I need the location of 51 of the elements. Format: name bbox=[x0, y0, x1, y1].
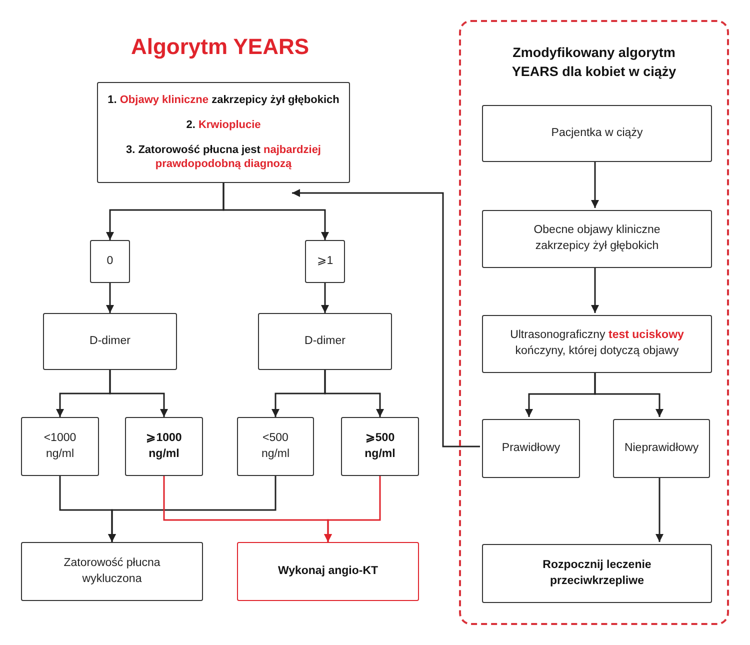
box-text: Pacjentka w ciąży bbox=[551, 126, 643, 141]
process-box bbox=[237, 542, 419, 601]
box-text: ⩾1000 ng/ml bbox=[145, 430, 183, 462]
arrow bbox=[591, 266, 599, 313]
arrow bbox=[324, 476, 381, 542]
process-box bbox=[341, 417, 419, 476]
box-text: 3. Zatorowość płucna jest najbardziej prawdopodobną diagnozą bbox=[124, 142, 322, 172]
arrow bbox=[222, 183, 329, 240]
arrow bbox=[321, 283, 329, 313]
box-text: D-dimer bbox=[304, 334, 346, 349]
process-box bbox=[43, 313, 177, 370]
box-text: 1. Objawy kliniczne zakrzepicy żył głębokich bbox=[108, 92, 340, 108]
diagram-title: Algorytm YEARS bbox=[130, 34, 310, 60]
process-box bbox=[237, 417, 314, 476]
box-text: Nieprawidłowy bbox=[624, 440, 699, 456]
box-text: <500 ng/ml bbox=[260, 430, 291, 462]
process-box bbox=[125, 417, 203, 476]
process-box bbox=[613, 419, 710, 478]
process-box bbox=[482, 210, 712, 268]
box-text: Obecne objawy kliniczne zakrzepicy żył głębokich bbox=[532, 223, 662, 254]
process-box bbox=[90, 240, 130, 283]
box-text: Ultrasonograficzny test uciskowy kończyny, której dotyczą objawy bbox=[509, 328, 685, 359]
box-text: ⩾1 bbox=[316, 254, 334, 269]
arrow bbox=[594, 371, 664, 417]
box-text: Zatorowość płucna wykluczona bbox=[62, 556, 162, 586]
arrow bbox=[108, 476, 276, 542]
process-box bbox=[97, 82, 350, 183]
box-text: Prawidłowy bbox=[502, 440, 560, 456]
box-text: 2. Krwioplucie bbox=[186, 118, 261, 132]
box-text: D-dimer bbox=[90, 334, 130, 349]
process-box bbox=[482, 419, 580, 478]
process-box bbox=[21, 542, 203, 601]
box-text: <1000 ng/ml bbox=[42, 430, 78, 462]
arrow bbox=[656, 476, 664, 542]
process-box bbox=[482, 315, 712, 373]
panel-heading: Zmodyfikowany algorytm YEARS dla kobiet w ciąży bbox=[510, 44, 678, 81]
arrow bbox=[292, 189, 480, 448]
box-text: Rozpocznij leczenie przeciwkrzepliwe bbox=[542, 558, 652, 588]
arrow bbox=[591, 160, 599, 208]
process-box bbox=[482, 105, 712, 162]
process-box bbox=[482, 544, 712, 603]
process-box bbox=[305, 240, 345, 283]
dashed-panel bbox=[459, 20, 729, 625]
process-box bbox=[21, 417, 99, 476]
arrow bbox=[324, 370, 384, 417]
arrow bbox=[109, 370, 168, 417]
box-text: ⩾500 ng/ml bbox=[364, 430, 396, 462]
box-text: Wykonaj angio-KT bbox=[278, 564, 378, 579]
box-text: 0 bbox=[106, 254, 114, 269]
process-box bbox=[258, 313, 392, 370]
arrow bbox=[106, 283, 114, 313]
